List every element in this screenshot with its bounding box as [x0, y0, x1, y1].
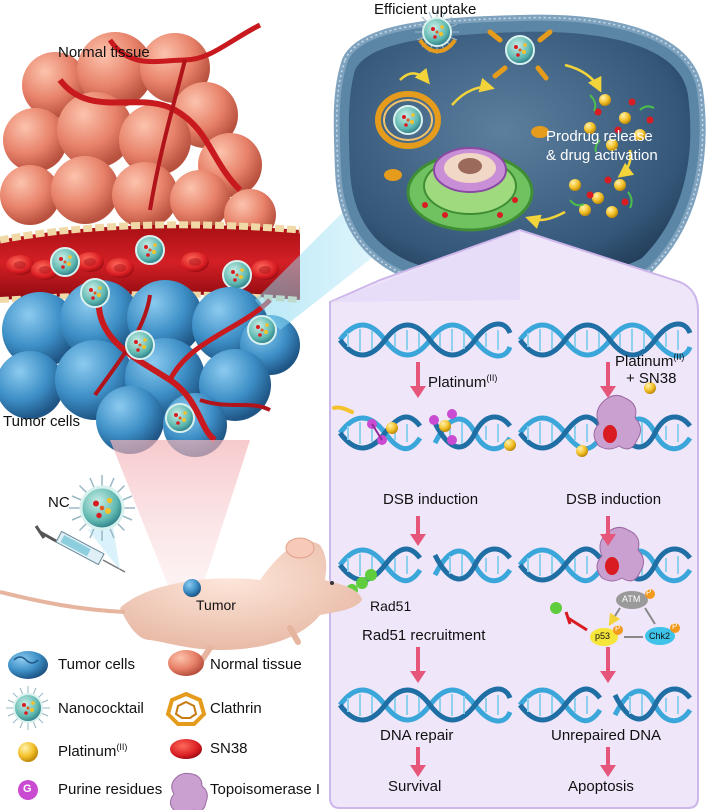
efficient-uptake-label: Efficient uptake: [374, 1, 477, 18]
unrepaired-dna-label: Unrepaired DNA: [551, 727, 662, 744]
prodrug-release-label-2: & drug activation: [546, 147, 658, 164]
legend-label-normal-tissue: Normal tissue: [210, 656, 302, 673]
normal-tissue-cluster: [0, 22, 276, 241]
nanococktail-icon: [6, 686, 50, 730]
right-treatment-label-2: + SN38: [626, 370, 677, 387]
left-treatment-label: Platinum(II): [428, 373, 498, 391]
tumor-cell-icon: [8, 651, 48, 679]
purine-letter: G: [23, 783, 32, 795]
right-treatment-label: Platinum(II): [615, 352, 685, 370]
syringe-icon: [34, 525, 126, 573]
nc-large-icon: [69, 475, 135, 541]
legend-label-tumor-cells: Tumor cells: [58, 656, 135, 673]
topoisomerase-icon: [170, 772, 208, 810]
tumor-cells-label: Tumor cells: [3, 413, 80, 430]
left-dsb-label: DSB induction: [383, 491, 479, 508]
survival-label: Survival: [388, 778, 442, 795]
atm-label: ATM: [622, 594, 641, 604]
legend-label-topoisomerase: Topoisomerase I: [210, 781, 321, 798]
platinum-icon: [18, 742, 38, 762]
legend-label-purine: Purine residues: [58, 781, 163, 798]
mouse-illustration: [0, 537, 362, 663]
p53-label: p53: [595, 631, 611, 641]
signaling-pathway: [550, 589, 680, 646]
tumor-cell-cluster: [0, 278, 300, 457]
right-dsb-label: DSB induction: [566, 491, 662, 508]
dna-repair-label: DNA repair: [380, 727, 454, 744]
legend-label-nanococktail: Nanococktail: [58, 700, 144, 717]
topoisomerase-complex-1: [576, 382, 656, 457]
mechanism-panel-fold: [330, 230, 520, 302]
legend-label-sn38: SN38: [210, 740, 248, 757]
chk2-label: Chk2: [649, 631, 671, 641]
legend-label-platinum: Platinum(II): [58, 742, 128, 760]
sn38-icon: [170, 739, 202, 759]
prodrug-release-label-1: Prodrug release: [546, 128, 653, 145]
normal-tissue-label: Normal tissue: [58, 44, 150, 61]
rad51-label: Rad51: [370, 598, 412, 614]
atm-phospho-label: P: [646, 588, 652, 597]
nc-label: NC: [48, 494, 70, 511]
rad51-recruitment-label: Rad51 recruitment: [362, 627, 486, 644]
p53-phospho-label: P: [615, 624, 621, 633]
apoptosis-label: Apoptosis: [568, 778, 634, 795]
released-drug-cluster: [569, 94, 655, 218]
normal-tissue-icon: [168, 650, 204, 676]
legend-label-clathrin: Clathrin: [210, 700, 262, 717]
zoom-cone-lower: [110, 440, 250, 610]
tumor-label: Tumor: [196, 597, 236, 613]
tumor-cell-illustration: [333, 10, 706, 295]
clathrin-icon: [165, 691, 207, 726]
platinum-crosslinks: [332, 405, 516, 451]
chk2-phospho-label: P: [672, 622, 678, 631]
nucleus: [406, 147, 534, 232]
mechanism-panel: [329, 228, 699, 809]
pathway-arrows: [410, 362, 616, 777]
purine-icon: [18, 780, 38, 800]
